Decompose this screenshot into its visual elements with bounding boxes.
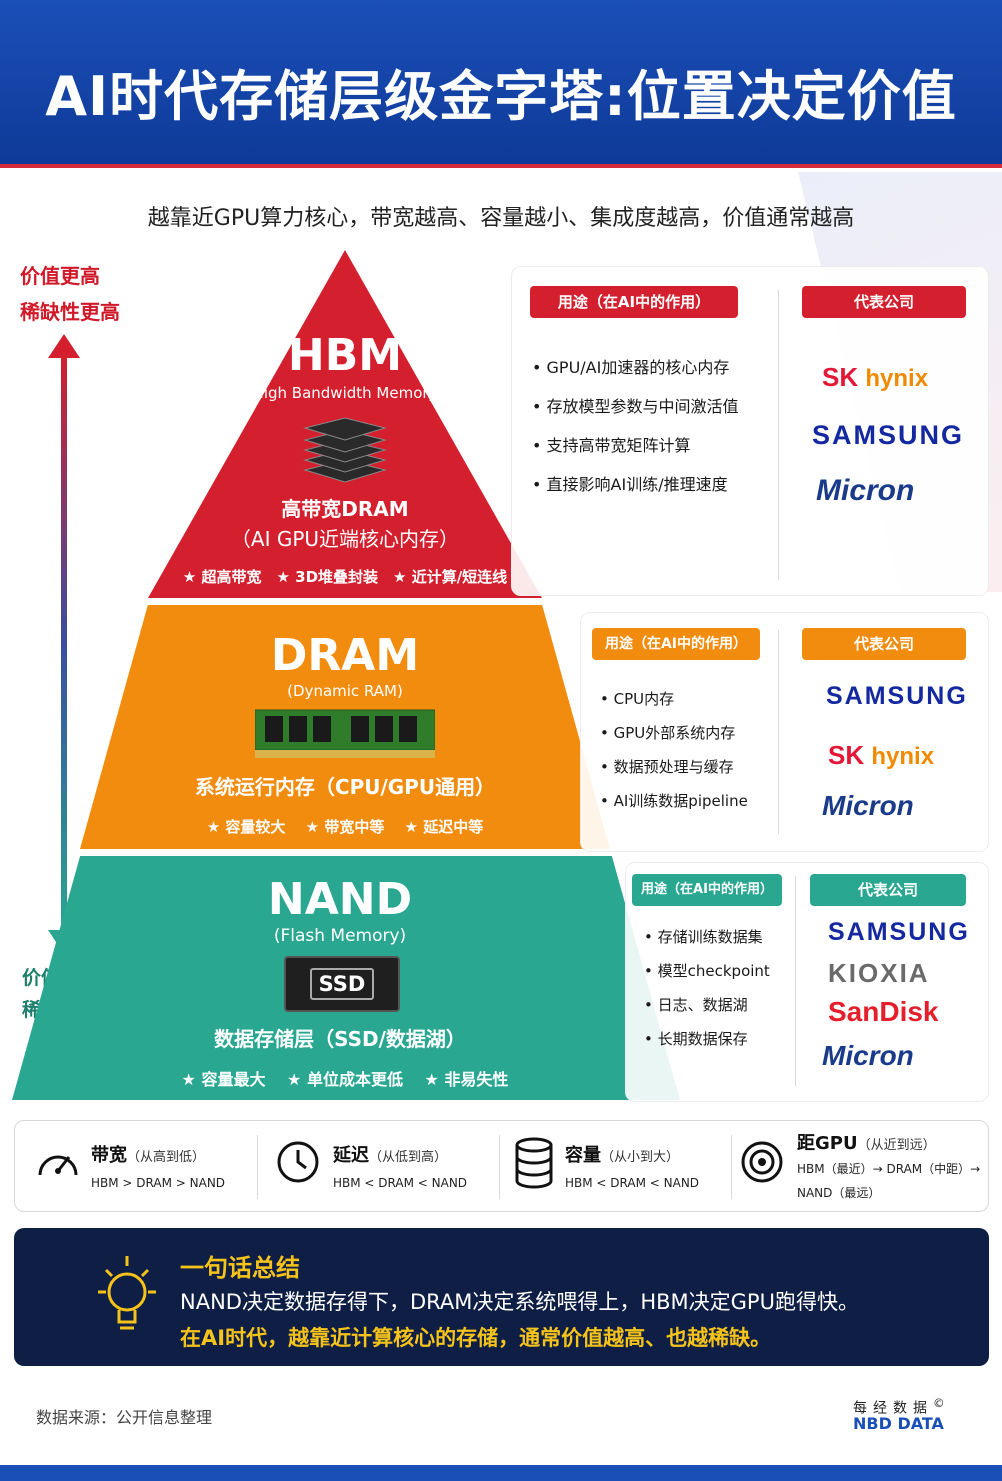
- dram-name: DRAM: [270, 630, 420, 681]
- samsung-logo: SAMSUNG: [826, 682, 968, 710]
- database-icon: [515, 1137, 553, 1189]
- hbm-name: HBM: [287, 330, 403, 381]
- summary-line-1: NAND决定数据存得下，DRAM决定系统喂得上，HBM决定GPU跑得快。: [180, 1290, 859, 1314]
- nand-companies-label: 代表公司: [810, 874, 966, 906]
- lightbulb-icon: [98, 1256, 156, 1330]
- list-item: GPU外部系统内存: [600, 716, 748, 750]
- hbm-uses-label: 用途（在AI中的作用）: [530, 286, 738, 318]
- bottom-bar: [0, 1465, 1002, 1481]
- list-item: GPU/AI加速器的核心内存: [532, 348, 739, 387]
- nand-features: ★ 容量最大 ★ 单位成本更低 ★ 非易失性: [181, 1070, 509, 1089]
- summary-box: 一句话总结 NAND决定数据存得下，DRAM决定系统喂得上，HBM决定GPU跑得…: [14, 1228, 989, 1366]
- nand-desc: 数据存储层（SSD/数据湖）: [214, 1027, 466, 1051]
- list-item: 模型checkpoint: [644, 954, 770, 988]
- ssd-chip-icon: SSD: [284, 956, 400, 1012]
- hbm-fullname: (High Bandwidth Memory): [246, 384, 444, 402]
- hbm-companies-label: 代表公司: [802, 286, 966, 318]
- summary-line-2: 在AI时代，越靠近计算核心的存储，通常价值越高、也越稀缺。: [180, 1326, 772, 1350]
- dram-companies-label: 代表公司: [802, 628, 966, 660]
- divider: [257, 1135, 258, 1199]
- hbm-uses-list: GPU/AI加速器的核心内存 存放模型参数与中间激活值 支持高带宽矩阵计算 直接…: [532, 348, 739, 504]
- metric-distance: 距GPU（从近到远） HBM（最近）→ DRAM（中距）→ NAND（最远）: [735, 1121, 987, 1213]
- nand-name: NAND: [267, 874, 413, 925]
- nand-fullname: (Flash Memory): [273, 926, 407, 946]
- axis-top-label: 价值更高 稀缺性更高: [20, 264, 120, 324]
- page-subtitle: 越靠近GPU算力核心，带宽越高、容量越小、集成度越高，价值通常越高: [147, 206, 855, 231]
- divider: [795, 876, 796, 1086]
- list-item: 数据预处理与缓存: [600, 750, 748, 784]
- list-item: AI训练数据pipeline: [600, 784, 748, 818]
- metric-latency: 延迟（从低到高） HBM < DRAM < NAND: [261, 1121, 497, 1213]
- gauge-icon: [38, 1155, 78, 1176]
- nand-uses-list: 存储训练数据集 模型checkpoint 日志、数据湖 长期数据保存: [644, 920, 770, 1056]
- hbm-features: ★ 超高带宽 ★ 3D堆叠封装 ★ 近计算/短连线: [182, 568, 508, 586]
- summary-title: 一句话总结: [180, 1254, 300, 1282]
- dram-uses-label: 用途（在AI中的作用）: [592, 628, 760, 660]
- divider: [778, 630, 779, 834]
- metric-bandwidth: 带宽（从高到低） HBM > DRAM > NAND: [15, 1121, 255, 1213]
- ssd-label: SSD: [310, 968, 374, 1000]
- list-item: 长期数据保存: [644, 1022, 770, 1056]
- dram-fullname: (Dynamic RAM): [287, 682, 403, 700]
- samsung-logo: SAMSUNG: [812, 420, 965, 450]
- hbm-stack-chip-icon: [303, 417, 387, 483]
- divider: [778, 290, 779, 580]
- brand-cn: 每经数据©: [853, 1396, 951, 1417]
- list-item: 存放模型参数与中间激活值: [532, 387, 739, 426]
- divider: [731, 1135, 732, 1199]
- list-item: 日志、数据湖: [644, 988, 770, 1022]
- metrics-bar: 带宽（从高到低） HBM > DRAM > NAND 延迟（从低到高） HBM …: [14, 1120, 989, 1212]
- divider: [499, 1135, 500, 1199]
- dram-desc: 系统运行内存（CPU/GPU通用）: [194, 775, 496, 799]
- metric-capacity: 容量（从小到大） HBM < DRAM < NAND: [503, 1121, 729, 1213]
- sandisk-logo: SanDisk: [828, 996, 939, 1027]
- kioxia-logo: KIOXIA: [828, 958, 930, 988]
- brand-en: NBD DATA: [853, 1414, 944, 1433]
- skhynix-logo: SK hynix: [828, 740, 935, 770]
- micron-logo: Micron: [822, 1040, 914, 1071]
- nand-uses-label: 用途（在AI中的作用）: [632, 874, 782, 906]
- micron-logo: Micron: [816, 474, 915, 507]
- clock-icon: [277, 1141, 319, 1183]
- dram-features: ★ 容量较大 ★ 带宽中等 ★ 延迟中等: [206, 818, 484, 836]
- list-item: 存储训练数据集: [644, 920, 770, 954]
- dram-uses-list: CPU内存 GPU外部系统内存 数据预处理与缓存 AI训练数据pipeline: [600, 682, 748, 818]
- header-banner: AI时代存储层级金字塔:位置决定价值: [0, 0, 1002, 168]
- page-title: AI时代存储层级金字塔:位置决定价值: [45, 65, 957, 128]
- hbm-desc-1: 高带宽DRAM: [281, 497, 409, 521]
- target-icon: [741, 1141, 783, 1183]
- micron-logo: Micron: [822, 790, 914, 821]
- dram-module-icon: [255, 709, 435, 758]
- hbm-desc-2: （AI GPU近端核心内存）: [230, 527, 460, 551]
- value-axis-arrow-icon: [48, 334, 80, 954]
- samsung-logo: SAMSUNG: [828, 918, 970, 946]
- list-item: 支持高带宽矩阵计算: [532, 426, 739, 465]
- list-item: 直接影响AI训练/推理速度: [532, 465, 739, 504]
- list-item: CPU内存: [600, 682, 748, 716]
- skhynix-logo: SK hynix: [822, 362, 929, 392]
- data-source: 数据来源：公开信息整理: [36, 1408, 213, 1427]
